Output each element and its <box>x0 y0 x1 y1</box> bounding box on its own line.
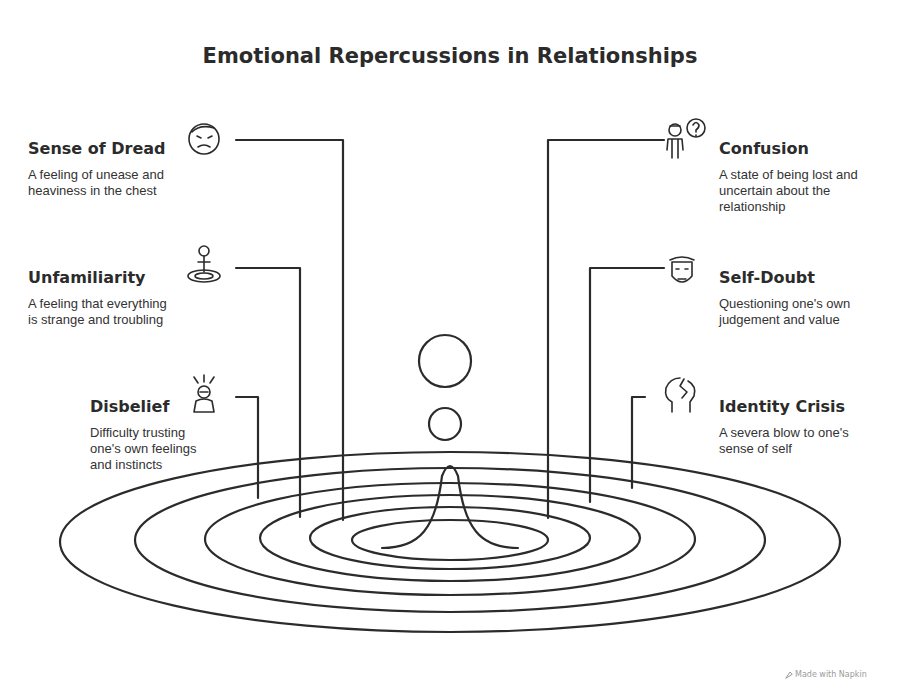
leader-line <box>632 397 645 488</box>
item-heading: Disbelief <box>90 397 200 417</box>
watermark: Made with Napkin <box>795 670 895 679</box>
item-heading: Self-Doubt <box>719 268 889 288</box>
identity-crisis-icon <box>666 378 695 412</box>
item-description: A severa blow to one's sense of self <box>719 425 879 457</box>
diagram-title: Emotional Repercussions in Relationships <box>0 44 900 68</box>
item-description: Questioning one's own judgement and valu… <box>719 296 879 328</box>
self-doubt-icon <box>670 257 694 282</box>
item-description: A feeling that everything is strange and… <box>28 296 178 328</box>
leader-line <box>236 397 258 498</box>
item-description: Difficulty trusting one's own feelings a… <box>90 425 210 473</box>
item-description: A feeling of unease and heaviness in the… <box>28 167 178 199</box>
water-drop <box>419 335 471 387</box>
item-heading: Confusion <box>719 139 889 159</box>
item-heading: Identity Crisis <box>719 397 889 417</box>
unfamiliarity-icon <box>188 246 220 282</box>
item-heading: Unfamiliarity <box>28 268 203 288</box>
watermark-icon <box>786 672 792 678</box>
dread-icon <box>189 124 219 154</box>
confusion-icon <box>667 119 705 158</box>
leader-line <box>590 268 664 502</box>
ripple-ring <box>205 483 695 595</box>
leader-line <box>236 268 300 517</box>
leader-line <box>548 140 664 518</box>
leader-line <box>236 140 343 520</box>
ripple-ring <box>60 452 840 632</box>
item-heading: Sense of Dread <box>28 139 203 159</box>
ripple-ring <box>135 468 765 612</box>
item-description: A state of being lost and uncertain abou… <box>719 167 879 215</box>
disbelief-icon <box>194 375 214 412</box>
splash-peak <box>382 466 518 548</box>
ripple-ring <box>352 520 548 560</box>
water-drop <box>429 408 461 440</box>
ripple-ring <box>260 495 640 581</box>
